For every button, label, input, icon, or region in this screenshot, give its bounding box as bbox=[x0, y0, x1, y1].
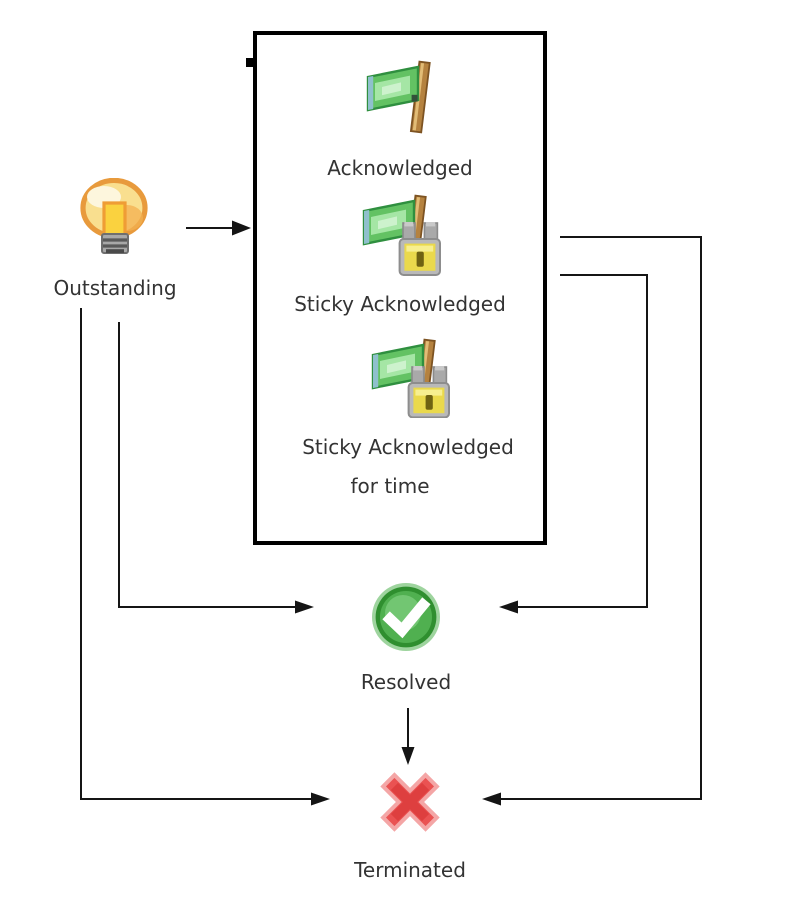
green-check-circle-icon bbox=[371, 582, 441, 656]
state-resolved: Resolved bbox=[326, 582, 486, 694]
state-sticky-acknowledged-for-time-label-line2: for time bbox=[350, 474, 430, 498]
edge-resolved-to-terminated bbox=[401, 708, 415, 765]
edge-acknowledged-group-to-resolved bbox=[499, 274, 648, 614]
state-terminated: Terminated bbox=[328, 764, 492, 882]
red-x-icon bbox=[372, 764, 448, 844]
state-outstanding-label: Outstanding bbox=[53, 276, 177, 300]
state-outstanding: Outstanding bbox=[39, 177, 191, 300]
acknowledged-group-box bbox=[253, 31, 547, 545]
edge-outstanding-to-resolved bbox=[118, 322, 314, 614]
state-sticky-acknowledged-for-time: Sticky Acknowledged for time bbox=[264, 336, 536, 500]
state-sticky-acknowledged-label: Sticky Acknowledged bbox=[294, 292, 506, 316]
state-acknowledged-label: Acknowledged bbox=[327, 156, 473, 180]
green-flag-lock-icon bbox=[358, 192, 442, 280]
green-flag-lock-icon bbox=[367, 336, 451, 422]
group-box-tab bbox=[246, 58, 256, 67]
lightbulb-icon bbox=[79, 177, 151, 260]
edge-outstanding-to-acknowledged-group bbox=[186, 220, 251, 236]
state-terminated-label: Terminated bbox=[354, 858, 466, 882]
edge-acknowledged-group-to-terminated bbox=[482, 236, 702, 806]
green-flag-icon bbox=[362, 58, 438, 140]
state-sticky-acknowledged: Sticky Acknowledged bbox=[264, 192, 536, 316]
state-resolved-label: Resolved bbox=[360, 670, 452, 694]
state-sticky-acknowledged-for-time-label-line1: Sticky Acknowledged bbox=[302, 435, 514, 459]
edge-outstanding-to-terminated bbox=[80, 308, 330, 806]
state-acknowledged: Acknowledged bbox=[300, 58, 500, 180]
